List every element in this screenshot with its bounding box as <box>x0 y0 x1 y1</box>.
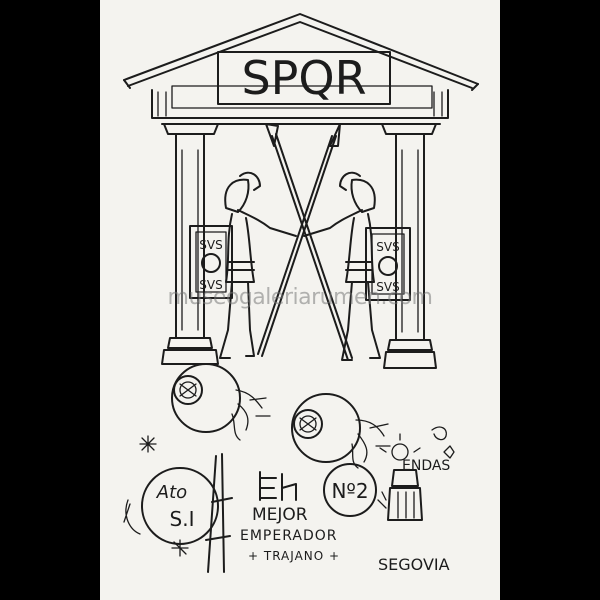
slash-marks <box>206 454 232 572</box>
location-text: SEGOVIA <box>378 555 450 574</box>
watermark: museogaleriarumen.com <box>167 285 433 310</box>
right-column <box>382 124 436 368</box>
left-shield-text-top: SVS <box>199 238 222 252</box>
aqueduct-figure-drawing <box>378 434 422 520</box>
text-line-mejor: MEJOR <box>252 505 308 525</box>
squiggle-mark <box>124 500 140 534</box>
artwork-sheet: SPQR <box>100 0 500 600</box>
right-inscription-circle <box>324 464 376 516</box>
right-eyeball-drawing <box>292 394 390 468</box>
left-eyeball-drawing <box>172 364 270 440</box>
right-shield-text-top: SVS <box>376 240 399 254</box>
cross-mark <box>172 540 188 556</box>
moon-mark <box>432 427 446 440</box>
artwork-drawing: SPQR <box>100 0 500 574</box>
right-roman-soldier <box>304 173 410 360</box>
text-line-trajano: + TRAJANO + <box>248 549 340 563</box>
left-column <box>162 124 218 364</box>
left-circle-text-top: Ato <box>156 482 187 503</box>
star-mark <box>140 436 156 452</box>
left-roman-soldier <box>190 173 296 358</box>
diamond-mark <box>444 446 454 458</box>
left-inscription-circle <box>142 468 218 544</box>
right-shield-text-bottom: SVS <box>376 280 399 294</box>
left-circle-text-bottom: S.I <box>170 507 195 531</box>
right-circle-text: Nº2 <box>331 479 368 503</box>
scribble-mark <box>260 472 296 500</box>
top-right-text: ENDAS <box>402 458 450 474</box>
spqr-inscription: SPQR <box>241 51 366 105</box>
left-shield-text-bottom: SVS <box>199 278 222 292</box>
crossed-spears <box>258 124 352 360</box>
text-line-emperador: EMPERADOR <box>240 528 337 544</box>
